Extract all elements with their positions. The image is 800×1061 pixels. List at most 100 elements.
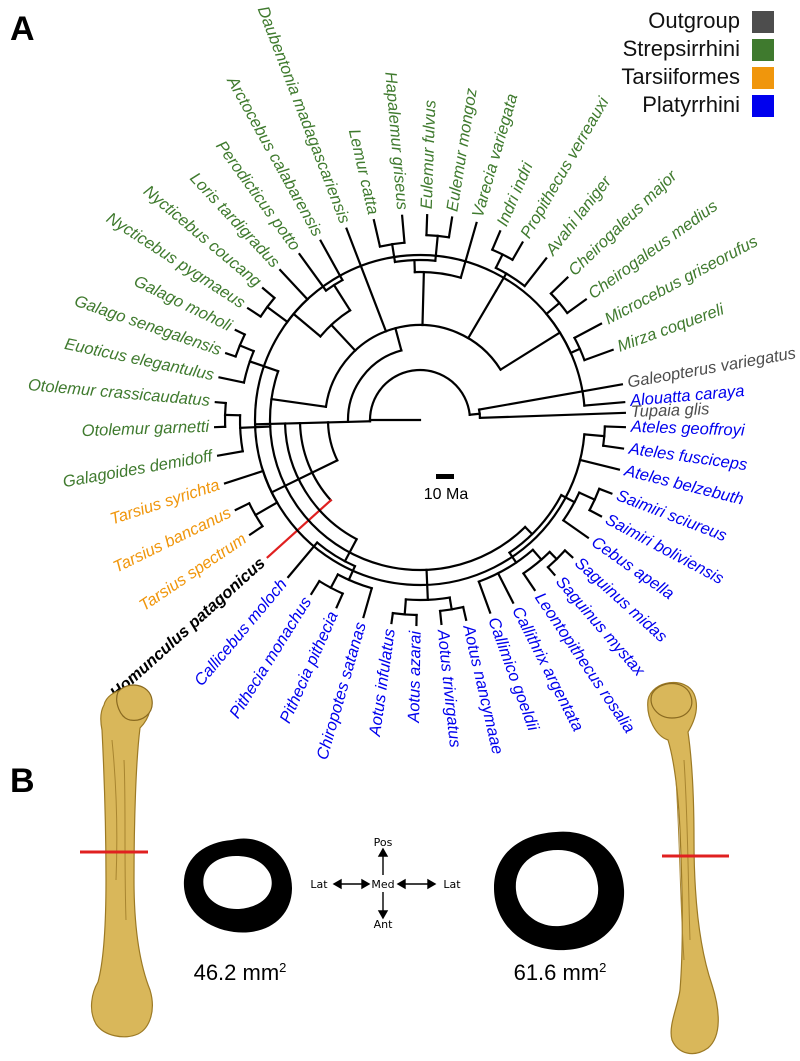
tree-internal-branch <box>531 548 543 562</box>
tree-tip-branch <box>510 240 525 262</box>
tree-internal-branch <box>265 305 289 324</box>
tree-branches <box>213 213 627 627</box>
left-femur <box>80 684 153 1038</box>
tree-internal-branch <box>466 289 498 340</box>
legend-swatch-platyrrhini <box>752 95 774 117</box>
tree-internal-branch <box>468 412 481 416</box>
legend-label-platyrrhini: Platyrrhini <box>642 92 740 117</box>
tree-tip-branch <box>459 221 478 280</box>
tree-tip-branch <box>234 328 247 336</box>
tree-internal-branch <box>403 598 408 616</box>
legend-item-tarsiiformes: Tarsiiformes <box>621 64 774 89</box>
tree-node-arc <box>324 323 503 409</box>
tree-tip-branch <box>601 444 625 450</box>
scale-bar: 10 Ma <box>424 474 468 503</box>
tree-tip-branch <box>286 541 319 579</box>
tree-tip-branch <box>563 548 574 559</box>
right-cross-section <box>494 831 625 951</box>
legend-item-outgroup: Outgroup <box>648 8 774 33</box>
right-femur-texture <box>675 759 691 961</box>
legend-swatch-tarsiiformes <box>752 67 774 89</box>
legend: Outgroup Strepsirrhini Tarsiiformes Plat… <box>621 8 774 117</box>
right-area-label: 61.6 mm2 <box>514 960 607 985</box>
tree-node-arc <box>507 493 563 555</box>
taxon-label: Aotus azarai <box>405 629 425 723</box>
tree-internal-branch <box>583 433 606 438</box>
tree-node-arc <box>315 541 357 568</box>
tree-node-arc <box>238 414 245 453</box>
tree-internal-branch <box>548 550 559 561</box>
tree-tip-branch <box>546 565 557 577</box>
tree-tip-branch <box>297 252 328 293</box>
tree-internal-branch <box>559 493 577 504</box>
tree-tip-branch <box>390 611 395 625</box>
tree-internal-branch <box>238 343 256 353</box>
tree-tip-branch <box>278 268 310 301</box>
tree-tip-branch <box>496 571 515 605</box>
tree-node-arc <box>298 422 333 502</box>
tree-internal-branch <box>326 420 350 424</box>
left-area-label: 46.2 mm2 <box>194 960 287 985</box>
right-femur <box>647 681 729 1055</box>
tree-internal-branch <box>523 525 534 536</box>
taxon-label: Hapalemur griseus <box>381 71 411 211</box>
orientation-ant-label: Ant <box>374 918 393 931</box>
taxon-label: Ateles geoffroyi <box>630 418 747 440</box>
left-cross-section <box>183 838 292 933</box>
scale-bar-line <box>436 474 454 479</box>
tree-tip-branch <box>425 213 429 237</box>
tree-internal-branch <box>343 537 359 563</box>
right-area-superscript: 2 <box>599 960 606 975</box>
tree-internal-branch <box>434 234 439 262</box>
orientation-lat-left-label: Lat <box>310 878 328 891</box>
legend-swatch-strepsirrhini <box>752 39 774 61</box>
right-area-value: 61.6 mm <box>514 960 600 985</box>
tree-node-arc <box>477 548 535 584</box>
tree-tip-branch <box>578 458 621 471</box>
tree-node-arc <box>318 308 352 338</box>
tree-internal-branch <box>292 312 322 338</box>
taxon-label: Aotus infulatus <box>366 628 399 739</box>
tree-node-arc <box>368 368 471 423</box>
panel-label-b: B <box>10 762 35 800</box>
tree-tip-branch <box>603 425 627 429</box>
tree-node-arc <box>601 425 607 447</box>
orientation-med-label: Med <box>371 878 394 891</box>
tree-node-arc <box>268 422 527 572</box>
tree-tip-branch <box>565 297 588 315</box>
panel-label-a: A <box>10 10 35 48</box>
tree-tip-branch <box>319 239 344 282</box>
tree-tip-branch <box>583 348 615 362</box>
left-area-superscript: 2 <box>279 960 286 975</box>
tree-node-arc <box>346 349 403 424</box>
legend-label-tarsiiformes: Tarsiiformes <box>621 64 740 89</box>
left-femur-texture <box>111 739 127 921</box>
tree-internal-branch <box>329 573 340 590</box>
tree-tip-branch <box>214 400 227 405</box>
tree-internal-branch <box>346 420 372 424</box>
tree-tip-branch <box>588 508 603 518</box>
tree-internal-branch <box>253 500 279 517</box>
tree-node-arc <box>573 336 586 362</box>
tree-node-arc <box>247 501 265 528</box>
legend-label-strepsirrhini: Strepsirrhini <box>623 36 740 61</box>
tree-node-arc <box>391 611 418 617</box>
tree-tip-branch <box>438 609 443 626</box>
right-femur-head <box>650 682 693 719</box>
tree-tip-branch <box>261 286 277 300</box>
tree-internal-branch <box>494 272 508 293</box>
tree-tip-branch <box>477 580 492 615</box>
tree-tip-branch <box>461 605 468 622</box>
orientation-arrows <box>332 847 437 920</box>
tree-tip-branch <box>216 449 245 457</box>
tree-internal-branch <box>270 397 328 409</box>
tree-node-arc <box>242 349 256 384</box>
tree-node-arc <box>413 270 463 280</box>
tree-tip-branch <box>246 306 263 319</box>
right-femur-shape <box>647 681 719 1055</box>
tree-tip-branch <box>523 256 548 288</box>
tree-internal-branch <box>390 242 397 264</box>
tree-node-arc <box>317 579 345 596</box>
tree-tip-branch <box>223 469 265 485</box>
